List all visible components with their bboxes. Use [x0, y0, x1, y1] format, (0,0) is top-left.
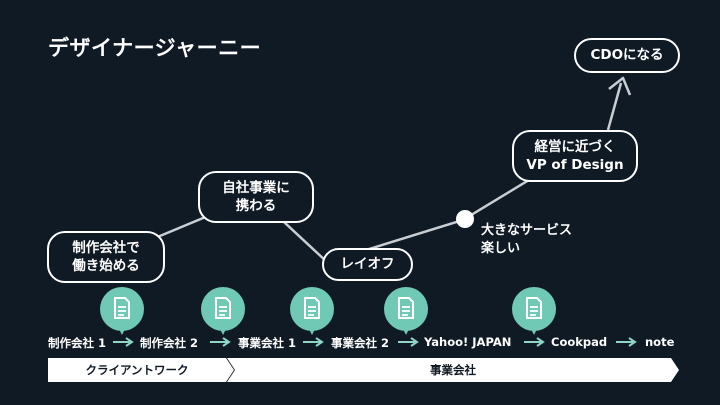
arrow-right-icon: [524, 337, 545, 347]
arrow-right-icon: [303, 337, 324, 347]
band-business-company: [227, 358, 679, 382]
timeline-item: 制作会社 2: [140, 336, 199, 350]
page-title: デザイナージャーニー: [48, 36, 262, 60]
timeline-item: Cookpad: [551, 335, 608, 349]
node-start: 制作会社で 働き始める: [47, 231, 165, 283]
node-cdo: CDOになる: [574, 38, 680, 73]
arrow-right-icon: [113, 337, 134, 347]
timeline-item: note: [645, 335, 675, 349]
band-label-business-company: 事業会社: [430, 363, 476, 377]
document-icon: [290, 287, 334, 339]
arrow-right-icon: [398, 337, 419, 347]
node-jisha: 自社事業に 携わる: [198, 171, 314, 223]
band-client-work: [48, 358, 234, 382]
timeline-item: 事業会社 2: [331, 336, 390, 350]
arrow-right-icon: [210, 337, 231, 347]
document-icon: [201, 287, 245, 339]
document-icon: [384, 287, 428, 339]
band-label-client-work: クライアントワーク: [85, 363, 189, 377]
timeline-item: 事業会社 1: [238, 336, 297, 350]
timeline-item: 制作会社 1: [48, 336, 107, 350]
timeline-item: Yahoo! JAPAN: [424, 335, 512, 349]
milestone-text: 大きなサービス 楽しい: [481, 223, 573, 257]
node-layoff: レイオフ: [322, 248, 413, 281]
document-icon: [512, 287, 556, 339]
node-vp: 経営に近づく VP of Design: [512, 130, 638, 182]
journey-arrow: [606, 82, 623, 131]
milestone-dot: [456, 210, 474, 228]
arrow-right-icon: [616, 337, 637, 347]
document-icon: [100, 287, 144, 339]
